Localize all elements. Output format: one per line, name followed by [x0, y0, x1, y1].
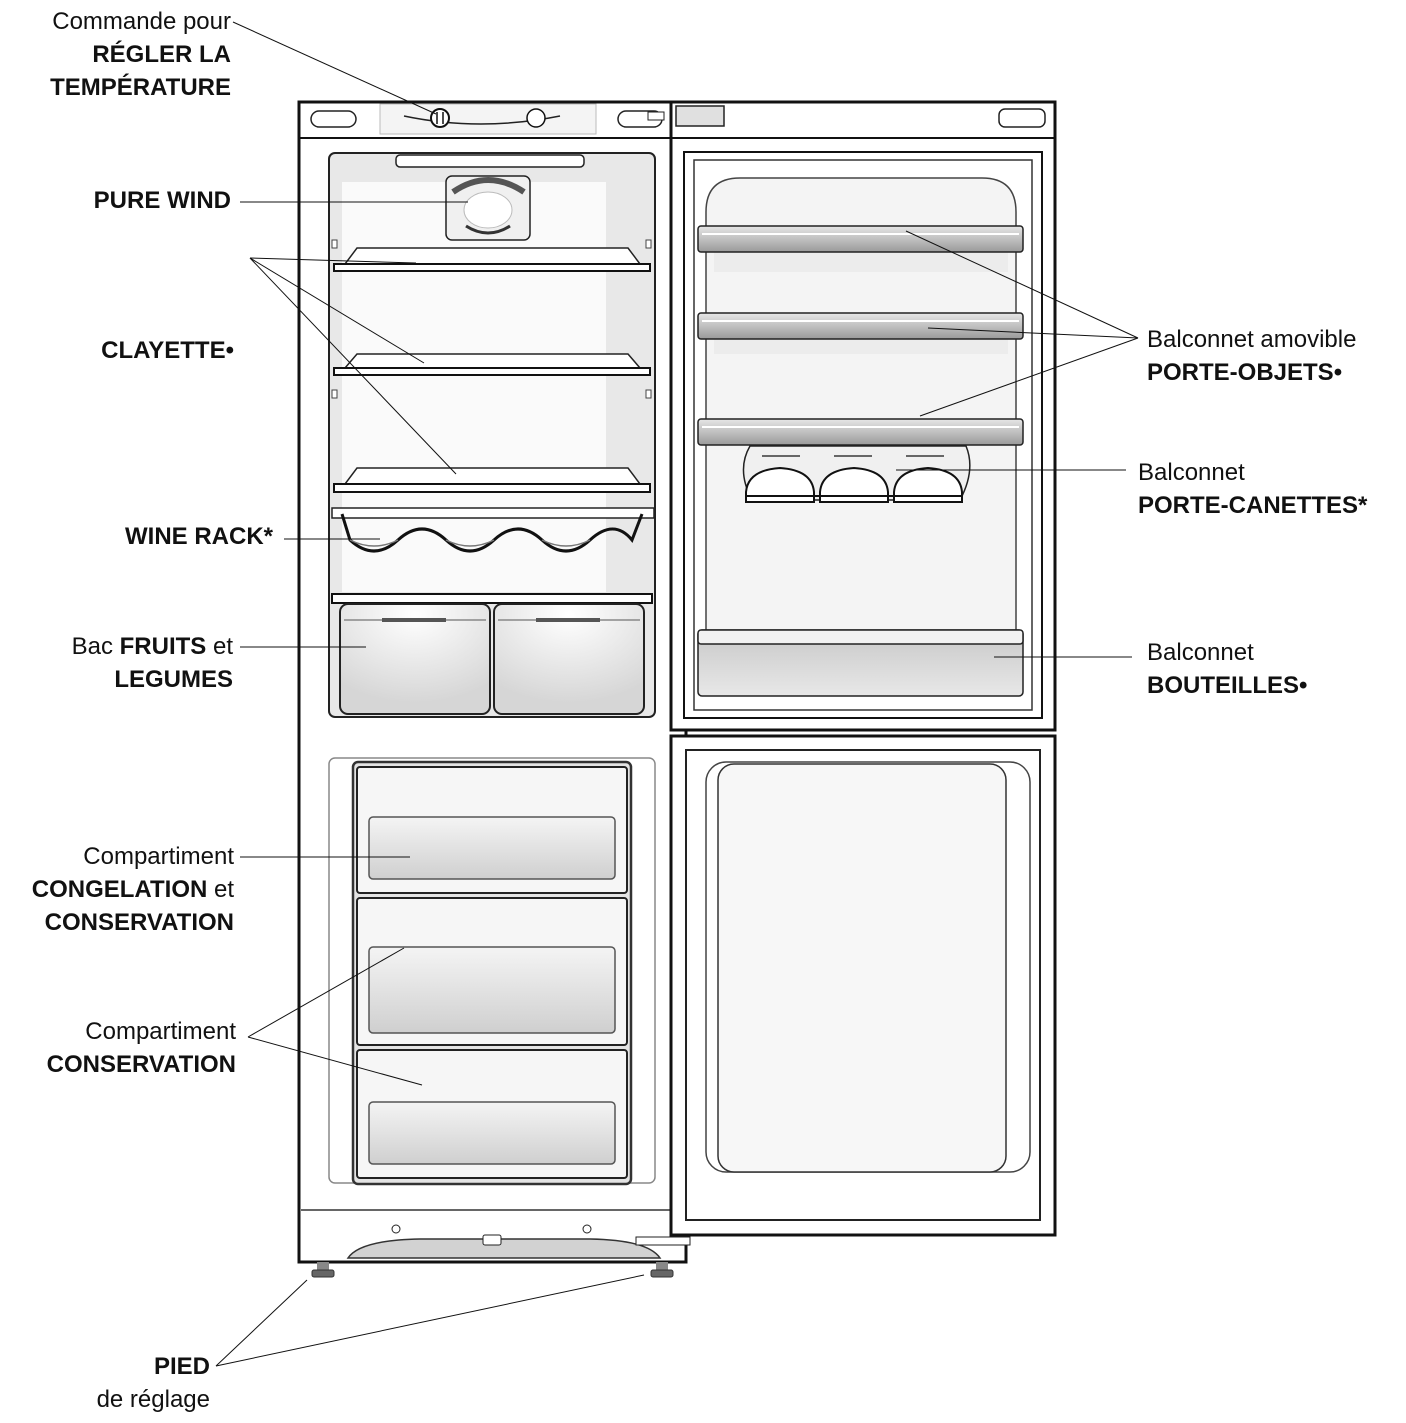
label-pure-wind: PURE WIND [93, 187, 231, 214]
shelf-2 [333, 353, 651, 376]
label-pied-reglage: PIED de réglage [96, 1353, 210, 1413]
adjustable-foot-right [650, 1262, 674, 1278]
label-conservation: Compartiment CONSERVATION [46, 1018, 236, 1078]
leader-lines [215, 21, 1139, 1367]
crisper-drawer-left [339, 603, 491, 715]
shelf-3 [333, 467, 651, 493]
temperature-knob-icon [430, 108, 450, 128]
fridge-door [647, 100, 1057, 732]
freezer-door [669, 734, 1057, 1237]
label-bouteilles: Balconnet BOUTEILLES• [1147, 639, 1308, 699]
freezer-drawer-3 [356, 1049, 628, 1179]
bottle-shelf [697, 629, 1024, 697]
fridge-cabinet [297, 100, 691, 1278]
door-shelf-3 [697, 418, 1024, 446]
label-clayette: CLAYETTE• [101, 337, 234, 364]
label-bac-fruits-legumes: Bac FRUITS et LEGUMES [71, 633, 233, 693]
label-porte-canettes: Balconnet PORTE-CANETTES* [1138, 459, 1368, 519]
label-congelation: Compartiment CONGELATION et CONSERVATION [31, 843, 234, 936]
wine-rack [331, 507, 655, 553]
shelf-1 [333, 247, 651, 272]
can-holder [742, 445, 971, 503]
label-temperature: Commande pour RÉGLER LA TEMPÉRATURE [50, 8, 231, 101]
crisper-drawer-right [493, 603, 645, 715]
freezer-drawer-2 [356, 897, 628, 1046]
label-wine-rack: WINE RACK* [125, 523, 273, 550]
freezer-drawer-1 [356, 766, 628, 894]
adjustable-foot-left [311, 1262, 335, 1278]
door-shelf-1 [697, 225, 1024, 253]
label-porte-objets: Balconnet amovible PORTE-OBJETS• [1147, 326, 1357, 386]
door-shelf-2 [697, 312, 1024, 340]
pure-wind-fan-icon [445, 175, 531, 241]
